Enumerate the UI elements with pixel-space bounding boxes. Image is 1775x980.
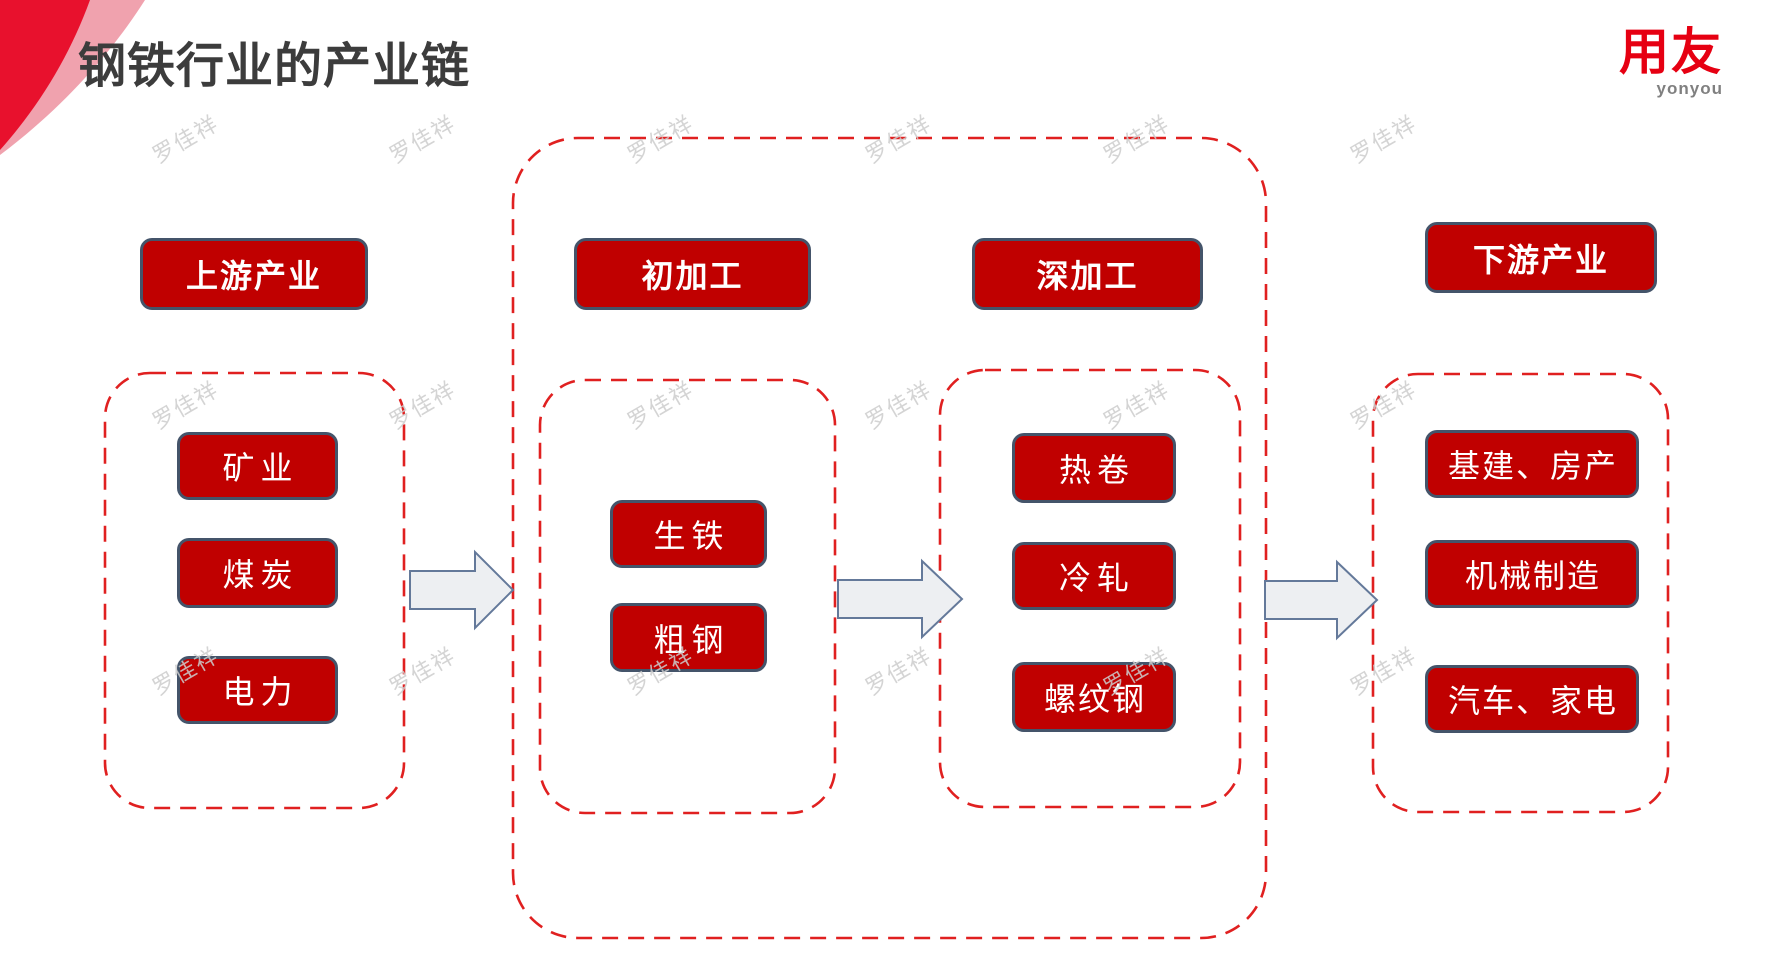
watermark-text: 罗佳祥 [1346, 111, 1422, 169]
watermark-text: 罗佳祥 [1346, 643, 1422, 701]
item-coal: 煤炭 [177, 538, 338, 608]
item-cold-rolled: 冷轧 [1012, 542, 1176, 610]
watermark-text: 罗佳祥 [385, 111, 461, 169]
item-auto-appliance: 汽车、家电 [1425, 665, 1639, 733]
item-infrastructure-realestate: 基建、房产 [1425, 430, 1639, 498]
corner-red-shape [0, 0, 90, 150]
arrow-upstream-to-primary-icon [409, 549, 515, 631]
watermark-text: 罗佳祥 [861, 111, 937, 169]
watermark-text: 罗佳祥 [1099, 111, 1175, 169]
watermark-text: 罗佳祥 [861, 643, 937, 701]
watermark-text: 罗佳祥 [623, 377, 699, 435]
watermark-text: 罗佳祥 [1346, 377, 1422, 435]
watermark-text: 罗佳祥 [385, 643, 461, 701]
header-upstream: 上游产业 [140, 238, 368, 310]
watermark-text: 罗佳祥 [623, 111, 699, 169]
header-deep-processing: 深加工 [972, 238, 1203, 310]
yonyou-logo-en: yonyou [1656, 79, 1723, 98]
yonyou-logo-cn: 用友 [1619, 24, 1723, 80]
watermark-text: 罗佳祥 [148, 111, 224, 169]
primary-processing-dashed-box [538, 378, 837, 815]
item-electric-power: 电力 [177, 656, 338, 724]
watermark-text: 罗佳祥 [385, 377, 461, 435]
watermark-text: 罗佳祥 [861, 377, 937, 435]
item-crude-steel: 粗钢 [610, 603, 767, 672]
page-title: 钢铁行业的产业链 [78, 40, 471, 93]
item-rebar: 螺纹钢 [1012, 662, 1176, 732]
item-machinery-manufacturing: 机械制造 [1425, 540, 1639, 608]
arrow-primary-to-deep-icon [837, 558, 964, 640]
item-hot-rolled-coil: 热卷 [1012, 433, 1176, 503]
item-mining: 矿业 [177, 432, 338, 500]
header-primary-processing: 初加工 [574, 238, 811, 310]
arrow-deep-to-downstream-icon [1264, 559, 1379, 641]
watermark-text: 罗佳祥 [1099, 377, 1175, 435]
item-pig-iron: 生铁 [610, 500, 767, 568]
header-downstream: 下游产业 [1425, 222, 1657, 293]
yonyou-logo: 用友 yonyou [1619, 26, 1723, 99]
watermark-text: 罗佳祥 [148, 377, 224, 435]
